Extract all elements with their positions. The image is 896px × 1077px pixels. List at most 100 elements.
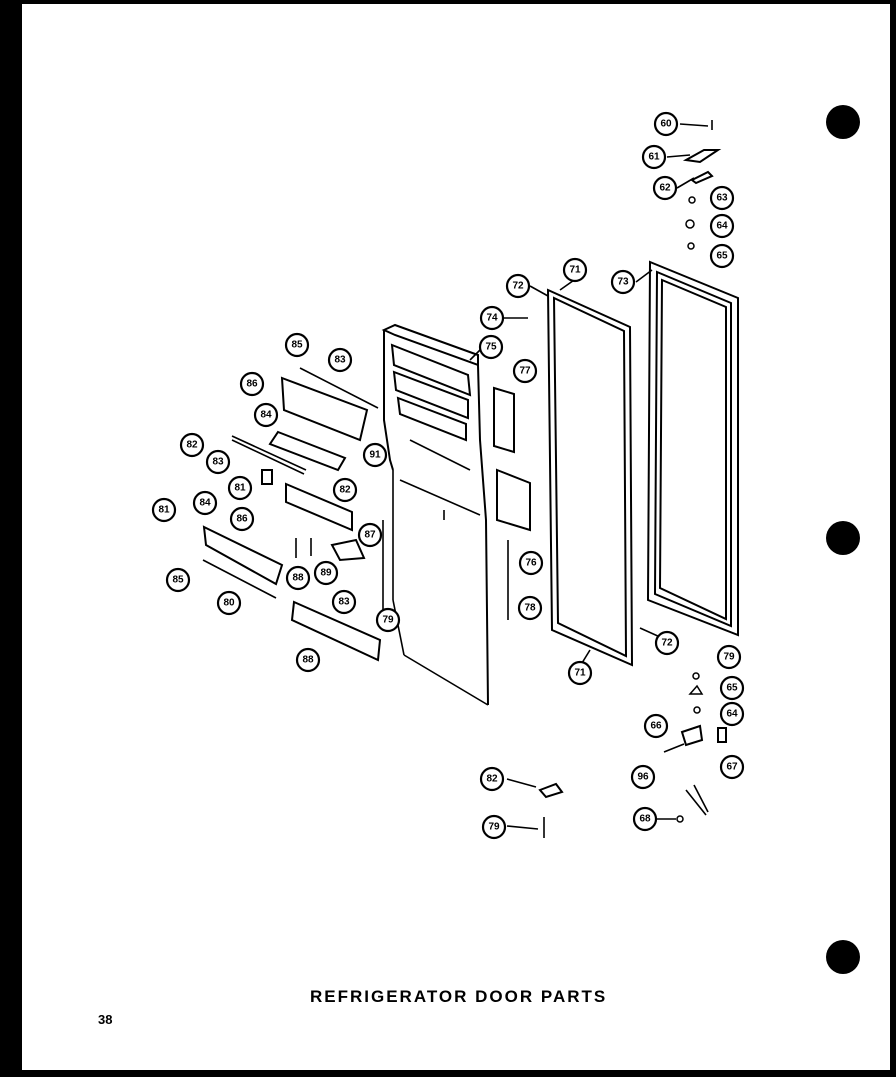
callout-label: 84 bbox=[199, 498, 211, 509]
callout-84: 84 bbox=[192, 490, 218, 516]
callout-72: 72 bbox=[505, 273, 531, 299]
callout-65: 65 bbox=[719, 675, 745, 701]
callout-79: 79 bbox=[481, 814, 507, 840]
callout-label: 87 bbox=[364, 530, 376, 541]
callout-88: 88 bbox=[285, 565, 311, 591]
callout-label: 67 bbox=[726, 762, 738, 773]
callout-82: 82 bbox=[479, 766, 505, 792]
callout-label: 82 bbox=[486, 774, 498, 785]
callout-label: 84 bbox=[260, 410, 272, 421]
callout-label: 66 bbox=[650, 721, 662, 732]
callout-label: 86 bbox=[246, 379, 258, 390]
page-number: 38 bbox=[98, 1012, 113, 1027]
callout-label: 65 bbox=[716, 251, 728, 262]
top-hinge-parts bbox=[682, 120, 722, 250]
callout-label: 79 bbox=[723, 652, 735, 663]
callout-label: 81 bbox=[158, 505, 170, 516]
callout-label: 68 bbox=[639, 814, 651, 825]
callout-label: 61 bbox=[648, 152, 660, 163]
callout-63: 63 bbox=[709, 185, 735, 211]
callout-82: 82 bbox=[332, 477, 358, 503]
callout-label: 78 bbox=[524, 603, 536, 614]
parts-sheet bbox=[22, 4, 890, 1070]
callout-label: 88 bbox=[292, 573, 304, 584]
callout-label: 91 bbox=[369, 450, 381, 461]
callout-label: 83 bbox=[334, 355, 346, 366]
callout-96: 96 bbox=[630, 764, 656, 790]
door-liner bbox=[381, 323, 489, 706]
callout-68: 68 bbox=[632, 806, 658, 832]
callout-60: 60 bbox=[653, 111, 679, 137]
callout-80: 80 bbox=[216, 590, 242, 616]
callout-label: 71 bbox=[569, 265, 581, 276]
callout-label: 63 bbox=[716, 193, 728, 204]
callout-label: 64 bbox=[726, 709, 738, 720]
door-gasket bbox=[546, 288, 634, 667]
callout-77: 77 bbox=[512, 358, 538, 384]
callout-67: 67 bbox=[719, 754, 745, 780]
callout-75: 75 bbox=[478, 334, 504, 360]
callout-label: 65 bbox=[726, 683, 738, 694]
callout-61: 61 bbox=[641, 144, 667, 170]
callout-81: 81 bbox=[227, 475, 253, 501]
punch-hole-bottom bbox=[826, 940, 860, 974]
callout-label: 74 bbox=[486, 313, 498, 324]
callout-87: 87 bbox=[357, 522, 383, 548]
callout-71: 71 bbox=[562, 257, 588, 283]
callout-86: 86 bbox=[239, 371, 265, 397]
callout-83: 83 bbox=[331, 589, 357, 615]
callout-label: 96 bbox=[637, 772, 649, 783]
callout-label: 85 bbox=[291, 340, 303, 351]
callout-label: 72 bbox=[661, 638, 673, 649]
callout-83: 83 bbox=[205, 449, 231, 475]
callout-73: 73 bbox=[610, 269, 636, 295]
callout-89: 89 bbox=[313, 560, 339, 586]
callout-71: 71 bbox=[567, 660, 593, 686]
callout-label: 72 bbox=[512, 281, 524, 292]
callout-label: 85 bbox=[172, 575, 184, 586]
callout-label: 76 bbox=[525, 558, 537, 569]
callout-86: 86 bbox=[229, 506, 255, 532]
callout-label: 83 bbox=[212, 457, 224, 468]
callout-label: 71 bbox=[574, 668, 586, 679]
diagram-title: REFRIGERATOR DOOR PARTS bbox=[310, 987, 608, 1006]
callout-84: 84 bbox=[253, 402, 279, 428]
shelf-parts-left bbox=[202, 367, 382, 662]
panel-76 bbox=[496, 468, 531, 532]
callout-label: 79 bbox=[488, 822, 500, 833]
punch-hole-top bbox=[826, 105, 860, 139]
callout-62: 62 bbox=[652, 175, 678, 201]
callout-78: 78 bbox=[517, 595, 543, 621]
callout-label: 80 bbox=[223, 598, 235, 609]
callout-label: 81 bbox=[234, 483, 246, 494]
callout-label: 75 bbox=[485, 342, 497, 353]
callout-label: 88 bbox=[302, 655, 314, 666]
callout-label: 83 bbox=[338, 597, 350, 608]
callout-65: 65 bbox=[709, 243, 735, 269]
callout-76: 76 bbox=[518, 550, 544, 576]
callout-label: 82 bbox=[186, 440, 198, 451]
callout-64: 64 bbox=[719, 701, 745, 727]
callout-label: 64 bbox=[716, 221, 728, 232]
callout-label: 77 bbox=[519, 366, 531, 377]
panel-77 bbox=[493, 386, 515, 454]
callout-79: 79 bbox=[716, 644, 742, 670]
callout-88: 88 bbox=[295, 647, 321, 673]
callout-label: 79 bbox=[382, 615, 394, 626]
callout-83: 83 bbox=[327, 347, 353, 373]
callout-79: 79 bbox=[375, 607, 401, 633]
callout-label: 60 bbox=[660, 119, 672, 130]
callout-label: 82 bbox=[339, 485, 351, 496]
punch-hole-middle bbox=[826, 521, 860, 555]
callout-label: 73 bbox=[617, 277, 629, 288]
callout-82: 82 bbox=[179, 432, 205, 458]
callout-label: 89 bbox=[320, 568, 332, 579]
callout-91: 91 bbox=[362, 442, 388, 468]
callout-label: 86 bbox=[236, 514, 248, 525]
callout-81: 81 bbox=[151, 497, 177, 523]
door-frame-outer bbox=[646, 260, 739, 637]
callout-64: 64 bbox=[709, 213, 735, 239]
callout-74: 74 bbox=[479, 305, 505, 331]
